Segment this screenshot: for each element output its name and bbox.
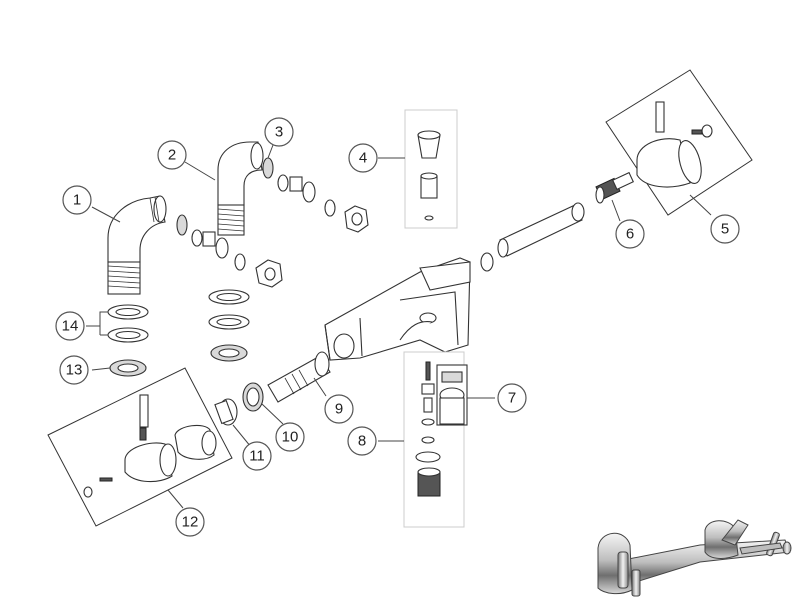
o-ring-10 [242,382,264,412]
svg-text:13: 13 [66,362,83,379]
svg-text:9: 9 [335,401,343,418]
callout-6: 6 [615,219,645,249]
mixer-valve-body [324,257,471,361]
svg-text:7: 7 [508,390,516,407]
svg-text:1: 1 [73,192,81,209]
handle-box-12 [47,367,233,527]
svg-text:4: 4 [359,150,367,167]
callout-13: 13 [59,355,89,385]
svg-text:14: 14 [62,318,79,335]
svg-text:5: 5 [721,221,729,238]
elbow-inlet-2 [217,141,264,236]
handle-box-5 [605,69,753,216]
filter-washer-set-upper [262,157,369,233]
outlet-pipe [480,202,585,272]
callout-11: 11 [242,441,272,471]
flow-cartridge-9 [267,351,331,403]
callout-2: 2 [157,140,187,170]
callout-4: 4 [348,143,378,173]
filter-washer-set-lower [176,214,283,288]
leader-lines [86,144,712,509]
callout-3: 3 [264,117,294,147]
callout-1: 1 [62,185,92,215]
callout-9: 9 [324,394,354,424]
callout-8: 8 [347,426,377,456]
washer-stack-right [208,289,250,362]
product-photo-bath-shower-mixer [597,519,792,597]
svg-text:3: 3 [275,124,283,141]
cap-insert-box [404,109,458,229]
callout-12: 12 [175,507,205,537]
thermostat-head-7 [436,364,468,426]
callout-5: 5 [710,214,740,244]
callout-10: 10 [275,422,305,452]
washer-stack-left [107,304,149,377]
svg-text:2: 2 [168,147,176,164]
callout-7: 7 [497,383,527,413]
svg-text:10: 10 [282,429,299,446]
svg-text:12: 12 [182,514,199,531]
svg-text:11: 11 [249,448,265,465]
elbow-inlet-1 [107,195,167,295]
spindle-cartridge-6 [595,171,635,204]
svg-text:6: 6 [626,226,634,243]
svg-text:8: 8 [358,433,366,450]
callout-14: 14 [55,311,85,341]
adaptor-11 [214,398,238,426]
thermostat-cartridge-8 [403,351,465,528]
